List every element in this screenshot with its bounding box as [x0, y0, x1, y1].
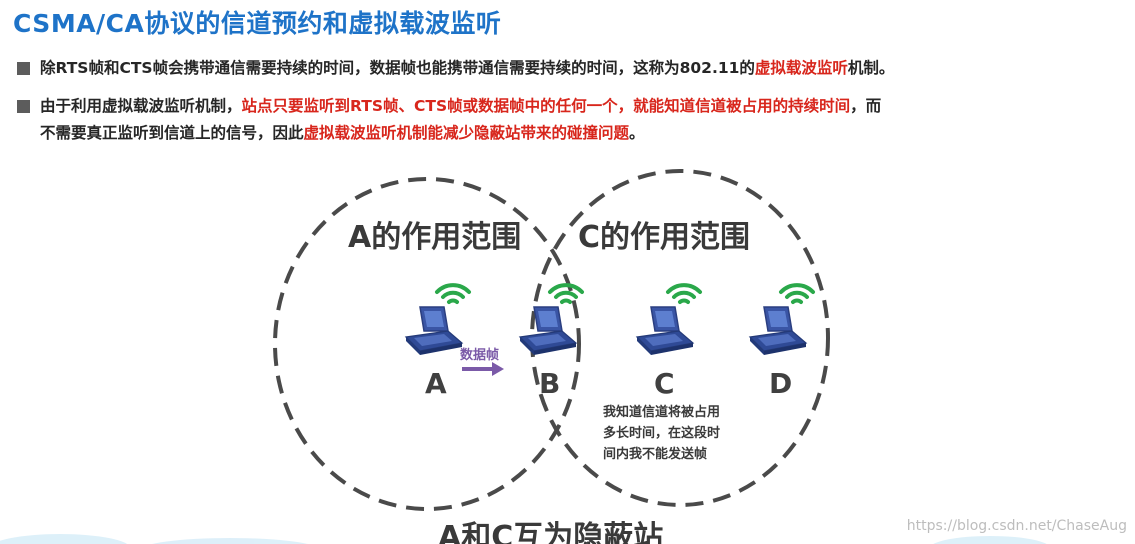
wifi-icon-d [779, 283, 815, 304]
range-circle-c [530, 169, 830, 507]
slide-title: CSMA/CA协议的信道预约和虚拟载波监听 [13, 9, 502, 38]
laptop-icon-c [636, 306, 694, 356]
range-label-c: C的作用范围 [578, 220, 751, 255]
decorative-clouds [0, 534, 1047, 544]
watermark: https://blog.csdn.net/ChaseAug [906, 518, 1127, 534]
station-label-b: B [539, 367, 561, 400]
bullet2-line1-part3: ，而 [850, 97, 882, 115]
station-c-note: 我知道信道将被占用 多长时间，在这段时 间内我不能发送帧 [603, 402, 720, 465]
range-circle-a [273, 177, 581, 511]
bullet2-line1-part1: 由于利用虚拟载波监听机制， [40, 97, 242, 115]
range-label-a: A的作用范围 [348, 220, 522, 255]
wifi-icon-c [666, 283, 702, 304]
station-label-a: A [425, 367, 447, 400]
laptop-icon-a [405, 306, 463, 356]
bullet1-part1: 除RTS帧和CTS帧会携带通信需要持续的时间，数据帧也能携带通信需要持续的时间，… [40, 59, 755, 77]
bullet2-line1-highlight: 站点只要监听到RTS帧、CTS帧或数据帧中的任何一个，就能知道信道被占用的持续时… [241, 97, 851, 115]
note-line-1: 我知道信道将被占用 [603, 405, 721, 420]
station-label-d: D [769, 367, 793, 400]
bullet-marker-2 [17, 100, 30, 113]
bullet1-part3: 机制。 [847, 59, 895, 77]
laptop-icon-b [519, 306, 577, 356]
bullet1-highlight: 虚拟载波监听 [754, 59, 848, 77]
bullet1-text: 除RTS帧和CTS帧会携带通信需要持续的时间，数据帧也能携带通信需要持续的时间，… [40, 57, 894, 79]
data-frame-arrow [462, 362, 504, 376]
note-line-2: 多长时间，在这段时 [603, 426, 721, 441]
bullet2-line2-highlight: 虚拟载波监听机制能减少隐蔽站带来的碰撞问题 [303, 124, 630, 142]
laptop-icon-d [749, 306, 807, 356]
bullet2-line2-part3: 。 [629, 124, 645, 142]
bullet2-line2: 不需要真正监听到信道上的信号，因此虚拟载波监听机制能减少隐蔽站带来的碰撞问题。 [40, 122, 645, 144]
station-label-c: C [654, 367, 675, 400]
wifi-icon-b [548, 283, 584, 304]
data-frame-label: 数据帧 [460, 348, 500, 363]
hidden-station-caption: A和C互为隐蔽站 [438, 520, 664, 544]
bullet-marker-1 [17, 62, 30, 75]
bullet2-line2-part1: 不需要真正监听到信道上的信号，因此 [40, 124, 304, 142]
wifi-icon-a [435, 283, 471, 304]
note-line-3: 间内我不能发送帧 [603, 447, 708, 462]
bullet2-line1: 由于利用虚拟载波监听机制，站点只要监听到RTS帧、CTS帧或数据帧中的任何一个，… [40, 95, 881, 117]
